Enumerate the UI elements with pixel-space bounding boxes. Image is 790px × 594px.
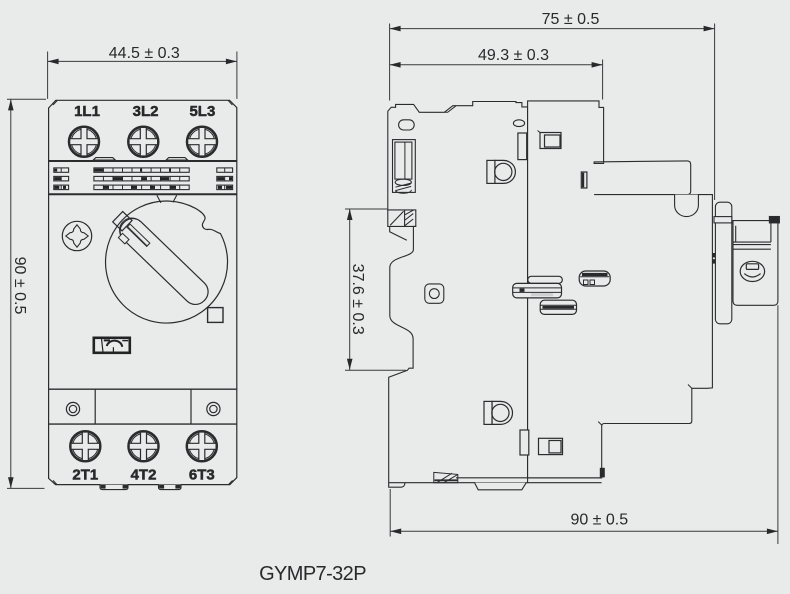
svg-text:90 ± 0.5: 90 ± 0.5 — [11, 257, 28, 315]
svg-text:75 ± 0.5: 75 ± 0.5 — [542, 11, 600, 28]
svg-text:3L2: 3L2 — [133, 103, 159, 120]
svg-text:37.6 ± 0.3: 37.6 ± 0.3 — [349, 264, 366, 335]
svg-text:GYMP7-32P: GYMP7-32P — [259, 563, 366, 585]
svg-text:1L1: 1L1 — [74, 103, 100, 120]
svg-text:6T3: 6T3 — [189, 466, 215, 483]
svg-text:44.5 ± 0.3: 44.5 ± 0.3 — [109, 45, 180, 62]
svg-text:49.3 ± 0.3: 49.3 ± 0.3 — [478, 47, 549, 64]
svg-text:2T1: 2T1 — [72, 466, 98, 483]
svg-text:4T2: 4T2 — [131, 466, 157, 483]
svg-text:5L3: 5L3 — [189, 103, 215, 120]
svg-text:90 ± 0.5: 90 ± 0.5 — [570, 511, 628, 528]
